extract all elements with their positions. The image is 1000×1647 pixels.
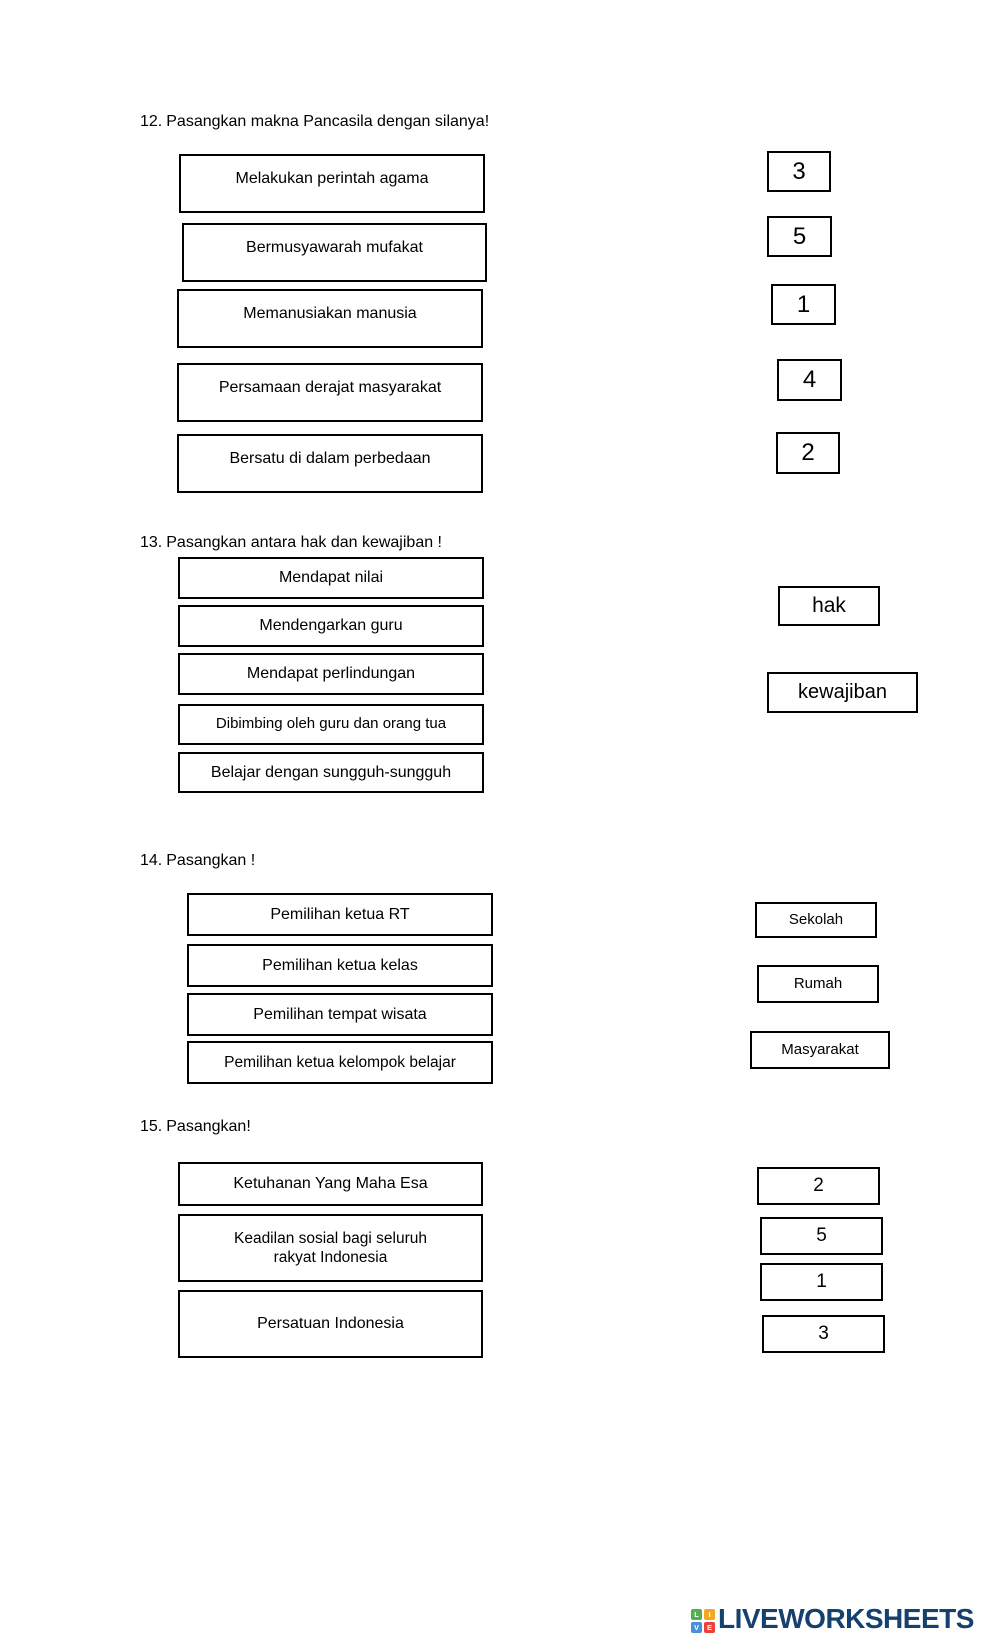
question-15-number: 15. <box>140 1118 163 1135</box>
q12-option-1[interactable]: Melakukan perintah agama <box>179 154 485 213</box>
question-13-number: 13. <box>140 534 163 551</box>
q14-option-2[interactable]: Pemilihan ketua kelas <box>187 944 493 987</box>
q14-answer-masyarakat[interactable]: Masyarakat <box>750 1031 890 1069</box>
q13-option-4[interactable]: Dibimbing oleh guru dan orang tua <box>178 704 484 745</box>
liveworksheets-icon: L I V E <box>691 1608 715 1633</box>
q15-option-2-text: Keadilan sosial bagi seluruh rakyat Indo… <box>233 1229 428 1266</box>
logo-cell-i: I <box>704 1608 715 1620</box>
q12-answer-4[interactable]: 4 <box>777 359 842 401</box>
q14-answer-rumah[interactable]: Rumah <box>757 965 879 1003</box>
logo-cell-e: E <box>704 1621 715 1633</box>
question-14-title: Pasangkan ! <box>166 852 256 869</box>
question-12-number: 12. <box>140 113 163 130</box>
q15-answer-1[interactable]: 2 <box>757 1167 880 1205</box>
q15-option-3[interactable]: Persatuan Indonesia <box>178 1290 483 1358</box>
q15-option-1[interactable]: Ketuhanan Yang Maha Esa <box>178 1162 483 1206</box>
q12-option-2[interactable]: Bermusyawarah mufakat <box>182 223 487 282</box>
q12-option-5[interactable]: Bersatu di dalam perbedaan <box>177 434 483 493</box>
logo-cell-v: V <box>691 1621 702 1633</box>
question-14-heading: 14. Pasangkan ! <box>140 851 255 870</box>
q12-option-4[interactable]: Persamaan derajat masyarakat <box>177 363 483 422</box>
question-14-number: 14. <box>140 852 163 869</box>
q14-option-4[interactable]: Pemilihan ketua kelompok belajar <box>187 1041 493 1084</box>
liveworksheets-logo-link[interactable]: L I V E LIVEWORKSHEETS <box>691 1604 974 1634</box>
logo-cell-l: L <box>691 1608 702 1620</box>
q13-answer-hak[interactable]: hak <box>778 586 880 626</box>
q12-answer-5[interactable]: 2 <box>776 432 840 474</box>
q15-option-2[interactable]: Keadilan sosial bagi seluruh rakyat Indo… <box>178 1214 483 1282</box>
question-12-title: Pasangkan makna Pancasila dengan silanya… <box>166 113 490 130</box>
q14-option-1[interactable]: Pemilihan ketua RT <box>187 893 493 936</box>
question-13-title: Pasangkan antara hak dan kewajiban ! <box>166 534 442 551</box>
question-13-heading: 13. Pasangkan antara hak dan kewajiban ! <box>140 533 442 552</box>
question-15-title: Pasangkan! <box>166 1118 251 1135</box>
q14-answer-sekolah[interactable]: Sekolah <box>755 902 877 938</box>
q15-answer-3[interactable]: 1 <box>760 1263 883 1301</box>
q14-option-3[interactable]: Pemilihan tempat wisata <box>187 993 493 1036</box>
question-15-heading: 15. Pasangkan! <box>140 1117 251 1136</box>
q12-answer-3[interactable]: 1 <box>771 284 836 325</box>
q13-option-1[interactable]: Mendapat nilai <box>178 557 484 599</box>
brand-wordmark: LIVEWORKSHEETS <box>718 1603 974 1634</box>
q13-option-3[interactable]: Mendapat perlindungan <box>178 653 484 695</box>
q12-answer-1[interactable]: 3 <box>767 151 831 192</box>
q13-option-5[interactable]: Belajar dengan sungguh-sungguh <box>178 752 484 793</box>
q15-answer-2[interactable]: 5 <box>760 1217 883 1255</box>
q13-option-2[interactable]: Mendengarkan guru <box>178 605 484 647</box>
q12-option-3[interactable]: Memanusiakan manusia <box>177 289 483 348</box>
q15-answer-4[interactable]: 3 <box>762 1315 885 1353</box>
q13-answer-kewajiban[interactable]: kewajiban <box>767 672 918 713</box>
question-12-heading: 12. Pasangkan makna Pancasila dengan sil… <box>140 112 489 131</box>
q12-answer-2[interactable]: 5 <box>767 216 832 257</box>
